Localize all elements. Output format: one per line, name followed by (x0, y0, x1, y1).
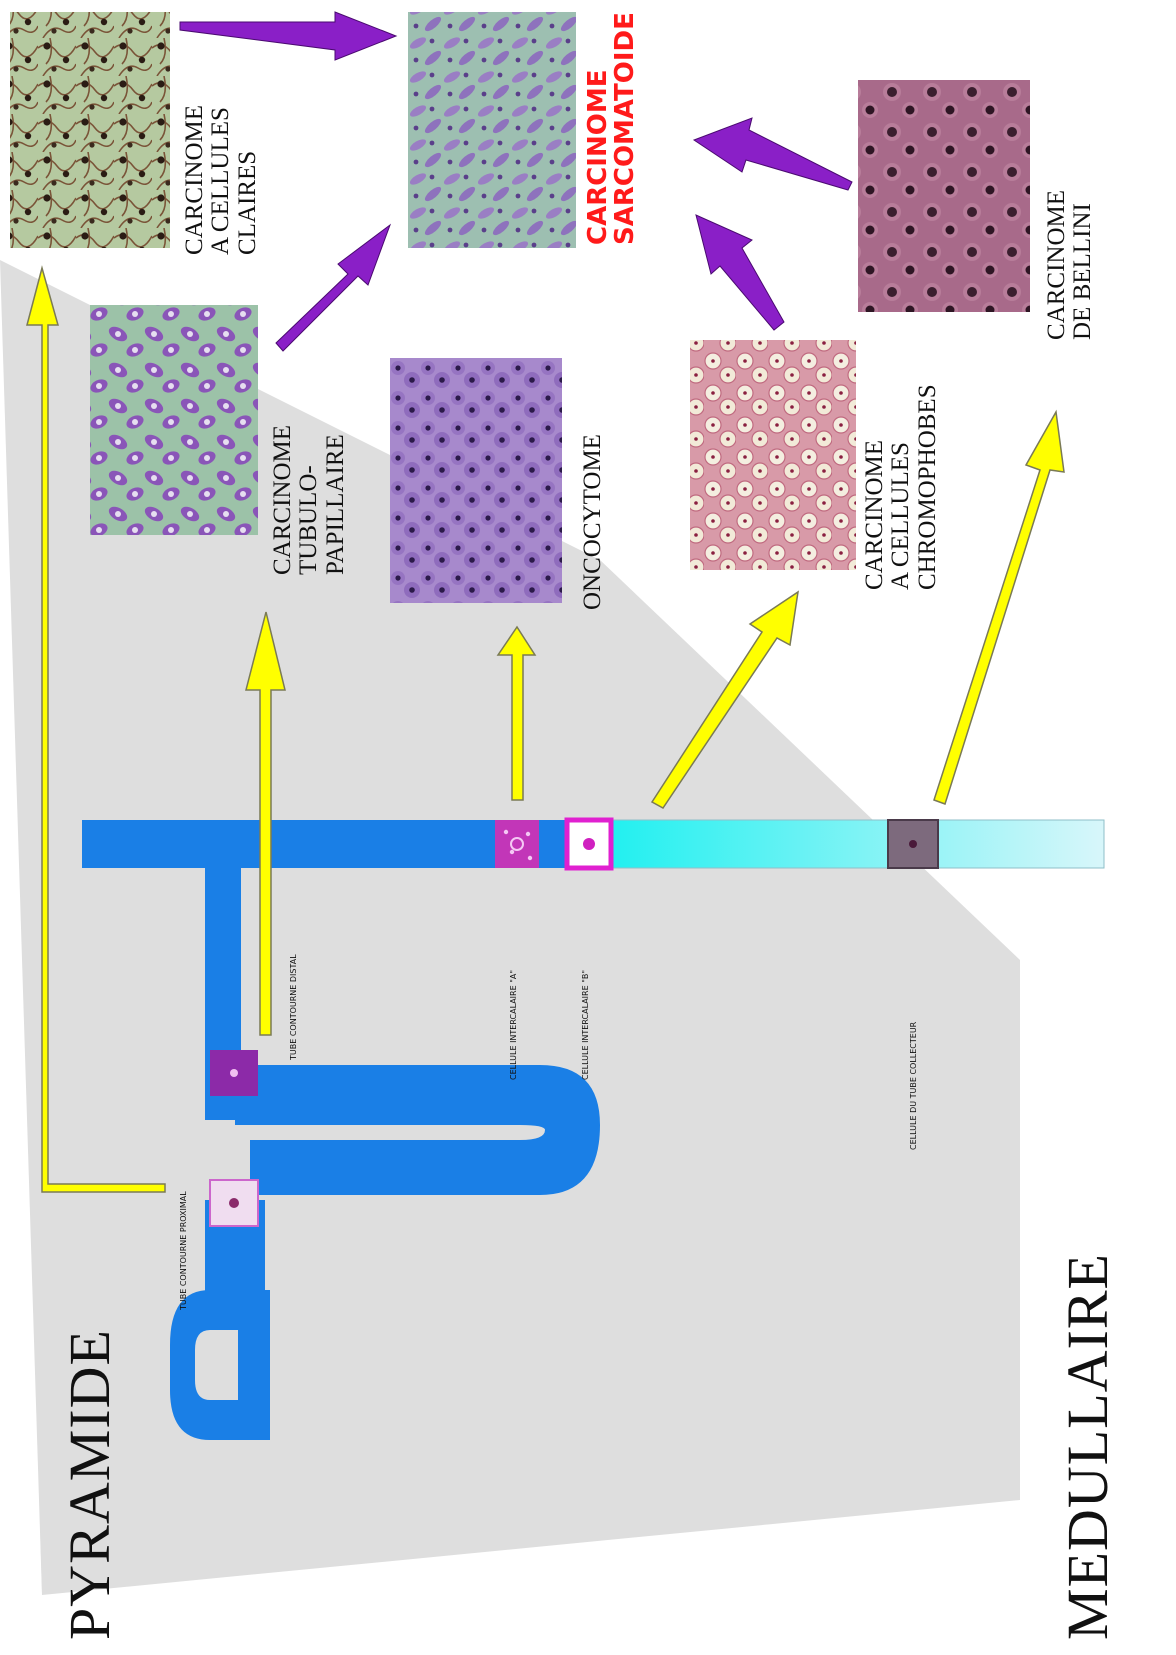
oncocytoma-histology-image (390, 358, 562, 603)
chromophobe-histology-image (690, 340, 856, 570)
arrow-chromophobe-to-sarcomatoid (696, 215, 784, 330)
tubule-label-proximal: TUBE CONTOURNE PROXIMAL (180, 1191, 188, 1310)
arrow-collector-to-bellini (934, 412, 1064, 804)
clear-cell-histology-image (10, 12, 170, 248)
label-oncocytoma: ONCOCYTOME (580, 434, 606, 610)
bellini-histology-image (858, 80, 1030, 312)
intercalary-a-cell (495, 820, 539, 868)
sarcomatoid-histology-image (408, 12, 576, 248)
arrow-bellini-to-sarcomatoid (694, 118, 852, 190)
tubule-label-intercalaire-a: CELLULE INTERCALAIRE "A" (510, 970, 518, 1080)
pyramide-label: PYRAMIDE (60, 1329, 121, 1640)
tubule-label-collecteur: CELLULE DU TUBE COLLECTEUR (910, 1022, 918, 1150)
arrow-papillary-to-sarcomatoid (276, 225, 390, 351)
medullaire-label: MEDULLAIRE (1058, 1253, 1119, 1640)
arrow-clear-cell-to-sarcomatoid (180, 12, 396, 60)
tubule-label-intercalaire-b: CELLULE INTERCALAIRE "B" (582, 970, 590, 1080)
tubule-label-distal: TUBE CONTOURNE DISTAL (290, 954, 298, 1060)
papillary-histology-image (90, 305, 258, 535)
